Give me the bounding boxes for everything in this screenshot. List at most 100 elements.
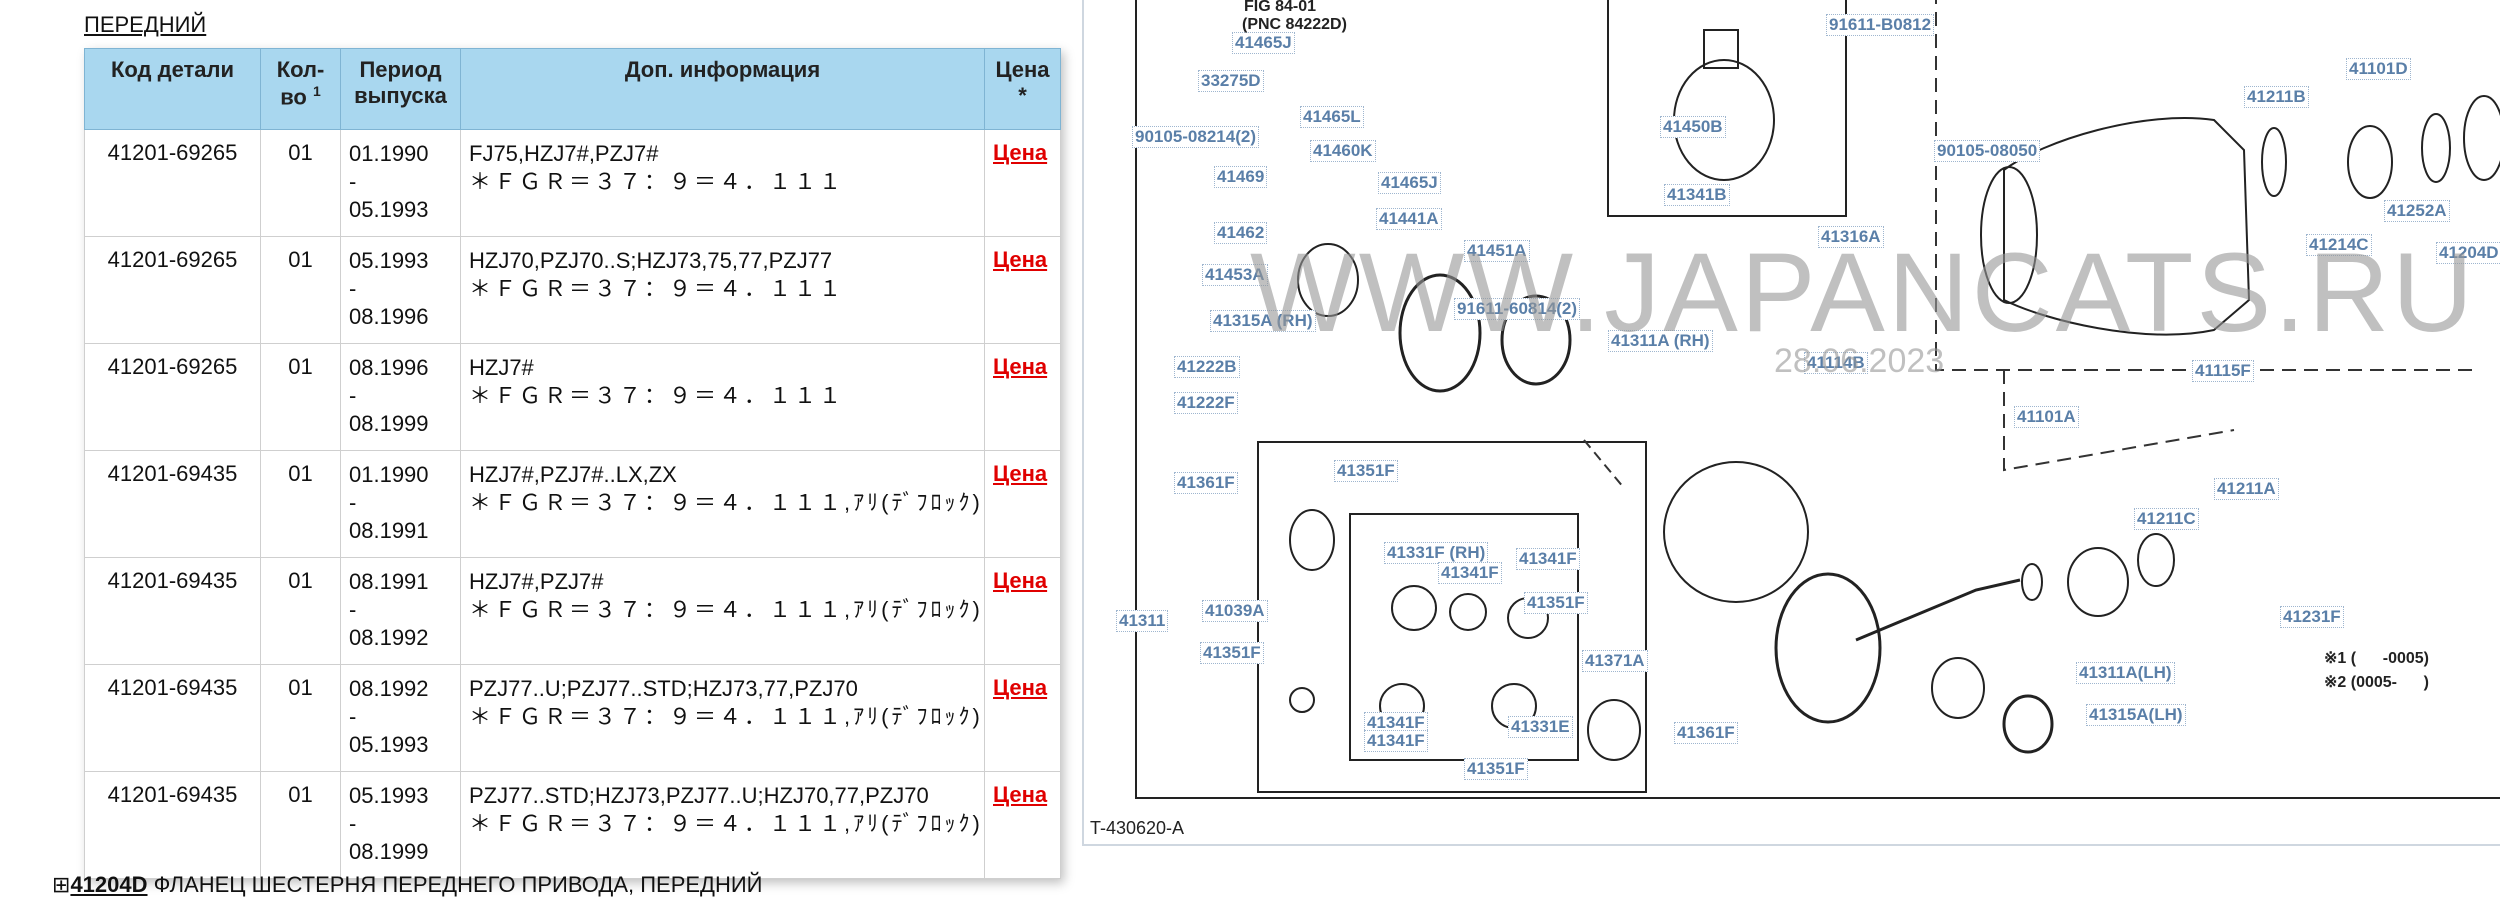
diagram-part-label[interactable]: 41311 xyxy=(1116,610,1169,632)
diagram-part-label[interactable]: 41331F (RH) xyxy=(1384,542,1489,564)
price-link[interactable]: Цена xyxy=(993,247,1048,272)
diagram-part-label[interactable]: 41114B xyxy=(1804,352,1868,374)
diagram-part-label[interactable]: 41453A xyxy=(1202,264,1268,286)
diagram-part-label[interactable]: 90105-08050 xyxy=(1934,140,2041,162)
header-code: Код детали xyxy=(84,48,261,130)
diagram-part-label[interactable]: 41341B xyxy=(1664,184,1730,206)
diagram-part-label[interactable]: 41371A xyxy=(1582,650,1648,672)
diagram-part-label[interactable]: 41460K xyxy=(1310,140,1376,162)
diagram-part-label[interactable]: 41101A xyxy=(2014,406,2079,428)
diagram-part-label[interactable]: 41465L xyxy=(1300,106,1364,128)
diagram-part-label[interactable]: 41361F xyxy=(1174,472,1238,494)
diagram-part-label[interactable]: 41469 xyxy=(1214,166,1268,188)
period-to: 08.1996 xyxy=(349,304,429,329)
diagram-part-label[interactable]: 41315A(LH) xyxy=(2086,704,2186,726)
info-models: HZJ7# xyxy=(469,355,534,380)
diagram-part-label[interactable]: 41351F xyxy=(1334,460,1398,482)
period-dash: - xyxy=(349,597,357,622)
period-from: 08.1991 xyxy=(349,569,429,594)
cell-info: HZJ7#＊ＦＧＲ＝３７：９＝４．１１１ xyxy=(460,343,985,451)
table-header-row: Код детали Кол-во 1 Период выпуска Доп. … xyxy=(84,48,1061,130)
diagram-part-label[interactable]: 91611-60814(2) xyxy=(1454,298,1581,320)
diagram-part-label[interactable]: 41331E xyxy=(1508,716,1573,738)
diagram-part-label[interactable]: 41211C xyxy=(2134,508,2199,530)
cell-qty: 01 xyxy=(260,450,341,558)
info-extra: ＊ＦＧＲ＝３７：９＝４．１１１ xyxy=(469,169,845,194)
cell-qty: 01 xyxy=(260,771,341,879)
cell-period: 01.1990-08.1991 xyxy=(340,450,461,558)
diagram-part-label[interactable]: 41211B xyxy=(2244,86,2309,108)
cell-price: Цена xyxy=(984,557,1061,665)
cell-period: 01.1990-05.1993 xyxy=(340,129,461,237)
next-part-line[interactable]: ⊞41204D ФЛАНЕЦ ШЕСТЕРНЯ ПЕРЕДНЕГО ПРИВОД… xyxy=(52,872,762,898)
period-from: 05.1993 xyxy=(349,248,429,273)
price-link[interactable]: Цена xyxy=(993,782,1048,807)
price-link[interactable]: Цена xyxy=(993,568,1048,593)
watermark-text: WWW.JAPANCATS.RU xyxy=(1250,230,2477,355)
diagram-part-label[interactable]: 41450B xyxy=(1660,116,1726,138)
cell-info: PZJ77..U;PZJ77..STD;HZJ73,77,PZJ70＊ＦＧＲ＝３… xyxy=(460,664,985,772)
diagram-part-label[interactable]: 41039A xyxy=(1202,600,1268,622)
diagram-part-label[interactable]: 41101D xyxy=(2346,58,2411,80)
next-part-name: ФЛАНЕЦ ШЕСТЕРНЯ ПЕРЕДНЕГО ПРИВОДА, ПЕРЕД… xyxy=(147,872,763,897)
diagram-part-label[interactable]: 41222F xyxy=(1174,392,1238,414)
period-to: 08.1999 xyxy=(349,411,429,436)
period-dash: - xyxy=(349,704,357,729)
expand-icon[interactable]: ⊞ xyxy=(52,872,71,897)
cell-price: Цена xyxy=(984,236,1061,344)
diagram-part-label[interactable]: 41361F xyxy=(1674,722,1738,744)
cell-part-code: 41201-69435 xyxy=(84,450,261,558)
diagram-part-label[interactable]: 41351F xyxy=(1464,758,1528,780)
info-models: HZJ7#,PZJ7# xyxy=(469,569,604,594)
period-from: 08.1992 xyxy=(349,676,429,701)
price-link[interactable]: Цена xyxy=(993,675,1048,700)
diagram-part-label[interactable]: 41115F xyxy=(2192,360,2254,382)
diagram-part-label[interactable]: 41351F xyxy=(1200,642,1264,664)
diagram-part-label[interactable]: 41465J xyxy=(1232,32,1295,54)
diagram-part-label[interactable]: 41341F xyxy=(1516,548,1580,570)
price-link[interactable]: Цена xyxy=(993,354,1048,379)
diagram-part-label[interactable]: 41341F xyxy=(1438,562,1502,584)
diagram-part-label[interactable]: 41315A (RH) xyxy=(1210,310,1316,332)
diagram-part-label[interactable]: 41462 xyxy=(1214,222,1268,244)
header-info: Доп. информация xyxy=(460,48,985,130)
diagram-part-label[interactable]: 41222B xyxy=(1174,356,1240,378)
cell-part-code: 41201-69265 xyxy=(84,343,261,451)
header-price-note: * xyxy=(1018,83,1027,108)
diagram-part-label[interactable]: 91611-B0812 xyxy=(1826,14,1935,36)
diagram-part-label[interactable]: 41311A (RH) xyxy=(1608,330,1713,352)
diagram-part-label[interactable]: 41211A xyxy=(2214,478,2279,500)
period-dash: - xyxy=(349,169,357,194)
cell-qty: 01 xyxy=(260,343,341,451)
cell-period: 08.1996-08.1999 xyxy=(340,343,461,451)
next-part-code[interactable]: 41204D xyxy=(70,872,148,897)
cell-price: Цена xyxy=(984,129,1061,237)
diagram-part-label[interactable]: 41214C xyxy=(2306,234,2372,256)
diagram-part-label[interactable]: 33275D xyxy=(1198,70,1264,92)
cell-part-code: 41201-69435 xyxy=(84,771,261,879)
price-link[interactable]: Цена xyxy=(993,461,1048,486)
diagram-part-label[interactable]: 41204D xyxy=(2436,242,2500,264)
diagram-part-label[interactable]: 41252A xyxy=(2384,200,2450,222)
diagram-part-label[interactable]: 41311A(LH) xyxy=(2076,662,2175,684)
period-to: 05.1993 xyxy=(349,732,429,757)
diagram-part-label[interactable]: 41465J xyxy=(1378,172,1441,194)
cell-part-code: 41201-69265 xyxy=(84,129,261,237)
diagram-part-label[interactable]: 41441A xyxy=(1376,208,1442,230)
cell-price: Цена xyxy=(984,343,1061,451)
diagram-part-label[interactable]: 41341F xyxy=(1364,730,1428,752)
diagram-part-label[interactable]: 41231F xyxy=(2280,606,2344,628)
diagram-annotation: ※1 ( -0005) xyxy=(2324,650,2429,667)
cell-price: Цена xyxy=(984,450,1061,558)
period-to: 05.1993 xyxy=(349,197,429,222)
diagram-svg xyxy=(1135,0,2500,799)
diagram-part-label[interactable]: 41451A xyxy=(1464,240,1530,262)
price-link[interactable]: Цена xyxy=(993,140,1048,165)
info-extra: ＊ＦＧＲ＝３７：９＝４．１１１,ｱﾘ(ﾃﾞﾌﾛｯｸ) xyxy=(469,704,983,729)
diagram-part-label[interactable]: 41351F xyxy=(1524,592,1588,614)
diagram-part-label[interactable]: 90105-08214(2) xyxy=(1132,126,1259,148)
diagram-part-label[interactable]: 41316A xyxy=(1818,226,1884,248)
period-to: 08.1999 xyxy=(349,839,429,864)
info-extra: ＊ＦＧＲ＝３７：９＝４．１１１,ｱﾘ(ﾃﾞﾌﾛｯｸ) xyxy=(469,597,983,622)
